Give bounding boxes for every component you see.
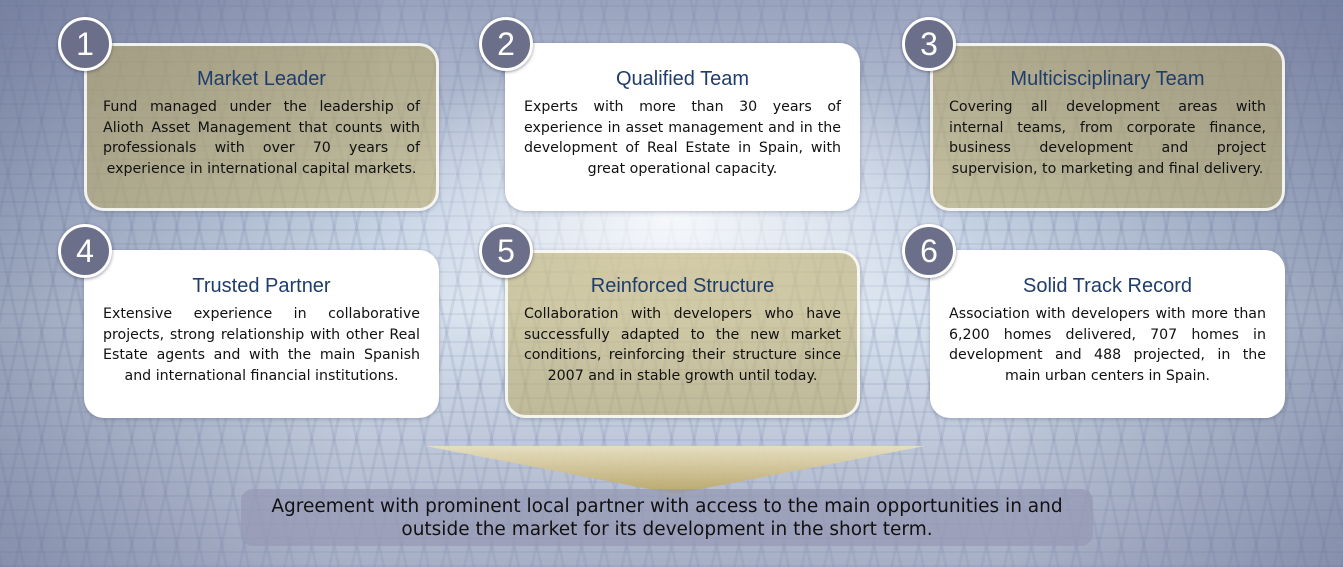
card-market-leader: Market Leader Fund managed under the lea… xyxy=(84,43,439,211)
step-badge-2: 2 xyxy=(479,17,533,71)
card-title: Solid Track Record xyxy=(1023,275,1192,297)
card-solid-track-record: Solid Track Record Association with deve… xyxy=(930,250,1285,418)
step-badge-6: 6 xyxy=(902,224,956,278)
step-badge-5: 5 xyxy=(479,224,533,278)
card-body: Association with developers with more th… xyxy=(949,306,1266,384)
card-body: Extensive experience in collaborative pr… xyxy=(103,306,420,384)
card-body: Fund managed under the leadership of Ali… xyxy=(103,99,420,177)
card-title: Market Leader xyxy=(197,68,326,90)
card-title: Trusted Partner xyxy=(192,275,331,297)
card-body: Collaboration with developers who have s… xyxy=(524,306,841,384)
step-badge-3: 3 xyxy=(902,17,956,71)
card-title: Reinforced Structure xyxy=(590,275,775,297)
step-badge-1: 1 xyxy=(58,17,112,71)
card-title: Multicisciplinary Team xyxy=(1010,68,1205,90)
card-title: Qualified Team xyxy=(615,68,750,90)
card-reinforced-structure: Reinforced Structure Collaboration with … xyxy=(505,250,860,418)
card-trusted-partner: Trusted Partner Extensive experience in … xyxy=(84,250,439,418)
card-body: Experts with more than 30 years of exper… xyxy=(524,99,841,177)
conclusion-banner: Agreement with prominent local partner w… xyxy=(241,489,1093,546)
card-body: Covering all development areas with inte… xyxy=(949,99,1266,177)
card-multidisciplinary-team: Multicisciplinary Team Covering all deve… xyxy=(930,43,1285,211)
card-qualified-team: Qualified Team Experts with more than 30… xyxy=(505,43,860,211)
funnel-arrow-icon xyxy=(425,446,925,494)
step-badge-4: 4 xyxy=(58,224,112,278)
